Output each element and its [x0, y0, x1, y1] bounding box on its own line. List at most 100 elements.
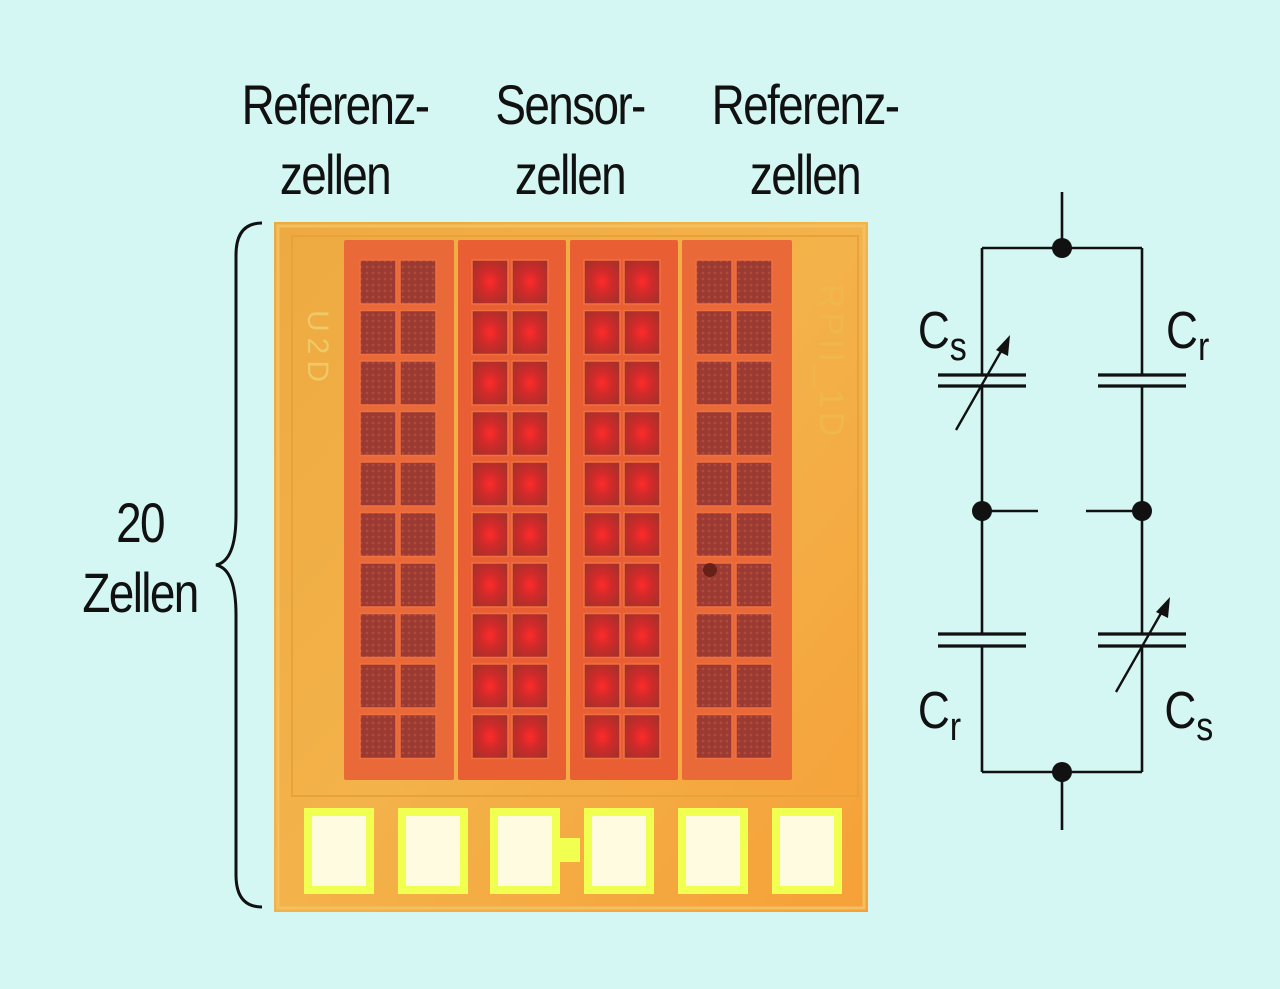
reference-cell [359, 612, 397, 659]
sensor-cell [511, 612, 549, 659]
bridge-circuit: Cs Cr Cr Cs [918, 192, 1213, 830]
sensor-cell [471, 612, 509, 659]
sensor-cell [583, 461, 621, 507]
label-line: Sensor- [495, 73, 646, 136]
reference-cell [695, 612, 733, 659]
reference-cell [359, 461, 397, 507]
sensor-cell [623, 360, 661, 406]
sensor-cell [471, 309, 509, 356]
bond-pads [304, 808, 842, 894]
reference-cell [399, 259, 437, 305]
sensor-cell [623, 562, 661, 608]
label-line: Referenz- [241, 73, 430, 136]
reference-cell [399, 612, 437, 659]
sensor-cell [471, 259, 509, 305]
junction-mid-left [972, 501, 992, 521]
reference-cell [399, 562, 437, 608]
junction-bottom [1052, 762, 1072, 782]
label-line: zellen [279, 143, 392, 206]
variable-arrow-top-left [954, 335, 1010, 431]
reference-cell [695, 713, 733, 760]
reference-cell [399, 713, 437, 760]
sensor-cell [583, 309, 621, 356]
junction-top [1052, 238, 1072, 258]
reference-cell [695, 360, 733, 406]
sensor-cell [623, 410, 661, 457]
reference-cell [695, 309, 733, 356]
label-reference-cells-left: Referenz- zellen [233, 70, 438, 210]
sensor-cell [623, 663, 661, 709]
reference-cell [735, 360, 773, 406]
label-main: C [1166, 302, 1198, 360]
label-main: C [1164, 682, 1196, 740]
reference-cell [735, 511, 773, 558]
reference-cell [695, 511, 733, 558]
sensor-cell [471, 562, 509, 608]
chip-defect-spot [703, 563, 717, 577]
reference-cell [735, 461, 773, 507]
sensor-cell [511, 562, 549, 608]
capacitor-top-right [1098, 373, 1186, 388]
label-sensor-cells: Sensor- zellen [472, 70, 669, 210]
chip-mark-right: RPII_1D [812, 284, 850, 441]
sensor-cell [583, 511, 621, 558]
reference-cell [399, 410, 437, 457]
reference-cell [359, 259, 397, 305]
reference-cell [695, 461, 733, 507]
label-line: Zellen [82, 561, 199, 624]
sensor-cell [623, 612, 661, 659]
sensor-cell [583, 360, 621, 406]
label-cs-bottom-right: Cs [1164, 682, 1213, 749]
label-reference-cells-right: Referenz- zellen [703, 70, 908, 210]
reference-cell [399, 309, 437, 356]
sensor-cell [471, 511, 509, 558]
label-main: C [918, 302, 950, 360]
label-cell-count: 20 Zellen [66, 488, 214, 628]
sensor-cell [511, 410, 549, 457]
chip-border-inner [291, 235, 859, 797]
sensor-cell [583, 259, 621, 305]
reference-cell [735, 410, 773, 457]
label-line: zellen [514, 143, 627, 206]
reference-cell [735, 612, 773, 659]
reference-cell [735, 309, 773, 356]
chip-mark-left: U2D [301, 310, 334, 388]
sensor-cell [511, 511, 549, 558]
reference-cell [695, 663, 733, 709]
reference-cell [735, 713, 773, 760]
sensor-chip: U2D RPII_1D [274, 222, 868, 912]
reference-cell [359, 663, 397, 709]
label-subscript: r [950, 703, 961, 748]
variable-arrow-bottom-right [1114, 597, 1170, 693]
reference-cell [359, 562, 397, 608]
reference-cell [359, 713, 397, 760]
label-line: zellen [749, 143, 862, 206]
sensor-cell [583, 562, 621, 608]
sensor-cell [511, 663, 549, 709]
junction-mid-right [1132, 501, 1152, 521]
curly-brace [215, 221, 263, 909]
sensor-cell [583, 713, 621, 760]
reference-cell [735, 259, 773, 305]
reference-cell [359, 511, 397, 558]
label-subscript: r [1198, 323, 1209, 368]
sensor-cell [623, 259, 661, 305]
sensor-cell [511, 309, 549, 356]
reference-cell [735, 562, 773, 608]
label-cs-top-left: Cs [918, 302, 967, 369]
label-line: Referenz- [711, 73, 900, 136]
sensor-cell [623, 511, 661, 558]
reference-cell [735, 663, 773, 709]
reference-cell [359, 410, 397, 457]
chip-border [276, 224, 866, 910]
sensor-cell [623, 713, 661, 760]
sensor-cell [471, 360, 509, 406]
sensor-cell [623, 461, 661, 507]
sensor-cell [471, 663, 509, 709]
sensor-cell [471, 713, 509, 760]
label-cr-bottom-left: Cr [918, 682, 961, 749]
reference-cell [695, 410, 733, 457]
sensor-cell [511, 259, 549, 305]
capacitor-bottom-left [938, 632, 1026, 648]
reference-cell [399, 663, 437, 709]
